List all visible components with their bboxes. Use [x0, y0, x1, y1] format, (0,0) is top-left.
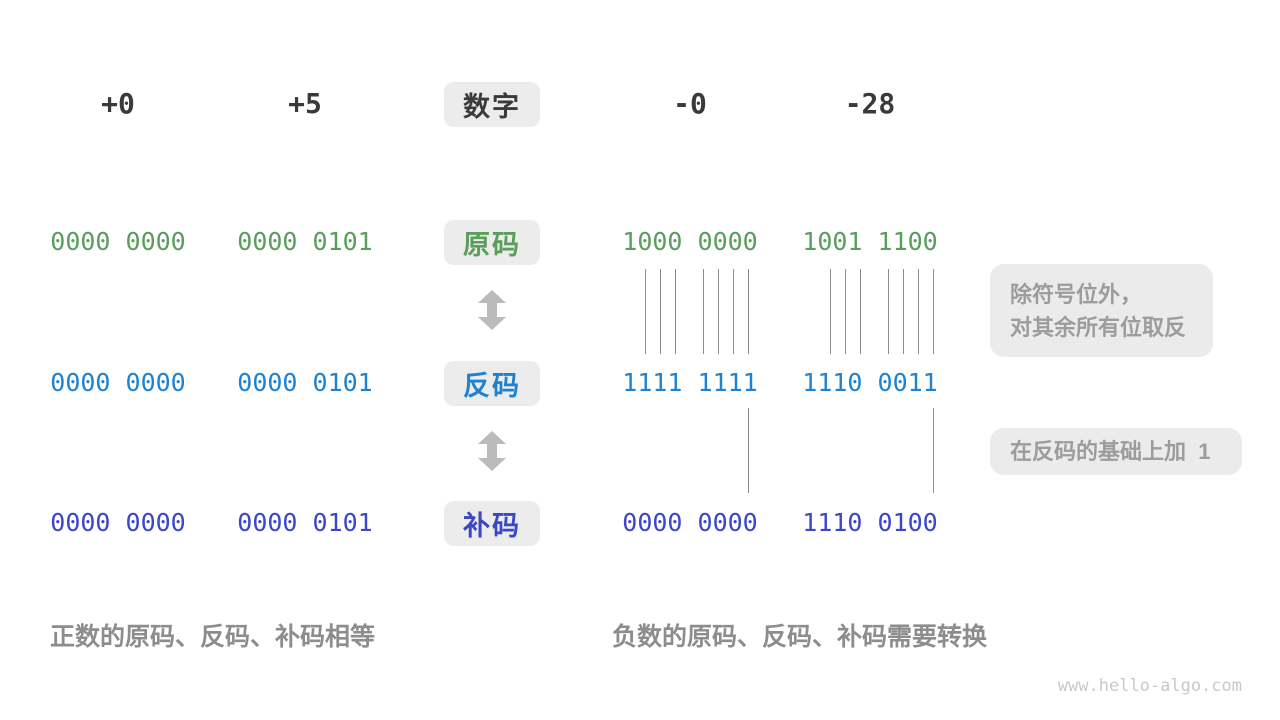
- ones-complement-value-plus-0: 0000 0000: [50, 368, 186, 397]
- ones-complement-label: 反码: [463, 371, 521, 401]
- bit-mapping-line: [918, 269, 919, 354]
- watermark-url: www.hello-algo.com: [1057, 676, 1242, 696]
- bit-mapping-line: [933, 408, 934, 493]
- header-number-plus-0: +0: [101, 87, 135, 120]
- bit-mapping-line: [703, 269, 704, 354]
- header-number-minus-0: -0: [673, 87, 707, 120]
- ones-complement-value-plus-5: 0000 0101: [237, 368, 373, 397]
- bit-mapping-line: [888, 269, 889, 354]
- ones-complement-value-minus-28: 1110 0011: [802, 368, 938, 397]
- bit-mapping-line: [830, 269, 831, 354]
- negative-numbers-caption: 负数的原码、反码、补码需要转换: [612, 623, 988, 651]
- twos-complement-label: 补码: [463, 511, 521, 541]
- sign-magnitude-value-plus-5: 0000 0101: [237, 227, 373, 256]
- ones-complement-value-minus-0: 1111 1111: [622, 368, 758, 397]
- bit-mapping-line: [733, 269, 734, 354]
- bit-mapping-line: [748, 269, 749, 354]
- sign-magnitude-chip: 原码: [444, 220, 540, 265]
- ones-complement-chip: 反码: [444, 361, 540, 406]
- add-one-note: 在反码的基础上加 1: [990, 428, 1242, 475]
- invert-bits-note-line2: 对其余所有位取反: [1010, 314, 1187, 340]
- bit-mapping-line: [933, 269, 934, 354]
- up-down-arrow-icon: [478, 290, 506, 330]
- up-down-arrow-icon: [478, 431, 506, 471]
- sign-magnitude-value-minus-0: 1000 0000: [622, 227, 758, 256]
- header-number-minus-28: -28: [844, 87, 896, 120]
- invert-bits-note: 除符号位外， 对其余所有位取反: [990, 264, 1213, 357]
- sign-magnitude-value-minus-28: 1001 1100: [802, 227, 938, 256]
- twos-complement-chip: 补码: [444, 501, 540, 546]
- bit-mapping-line: [660, 269, 661, 354]
- sign-magnitude-value-plus-0: 0000 0000: [50, 227, 186, 256]
- twos-complement-value-plus-0: 0000 0000: [50, 508, 186, 537]
- bit-mapping-line: [903, 269, 904, 354]
- twos-complement-value-plus-5: 0000 0101: [237, 508, 373, 537]
- bit-mapping-line: [860, 269, 861, 354]
- invert-bits-note-line1: 除符号位外，: [1010, 281, 1143, 307]
- bit-mapping-line: [748, 408, 749, 493]
- number-label-text: 数字: [463, 92, 521, 122]
- twos-complement-value-minus-28: 1110 0100: [802, 508, 938, 537]
- number-label-chip: 数字: [444, 82, 540, 127]
- add-one-note-line1: 在反码的基础上加 1: [1010, 439, 1211, 464]
- twos-complement-value-minus-0: 0000 0000: [622, 508, 758, 537]
- bit-mapping-line: [845, 269, 846, 354]
- positive-numbers-caption: 正数的原码、反码、补码相等: [50, 623, 376, 651]
- header-number-plus-5: +5: [288, 87, 322, 120]
- bit-mapping-line: [645, 269, 646, 354]
- bit-mapping-line: [675, 269, 676, 354]
- sign-magnitude-label: 原码: [463, 230, 521, 260]
- bit-mapping-line: [718, 269, 719, 354]
